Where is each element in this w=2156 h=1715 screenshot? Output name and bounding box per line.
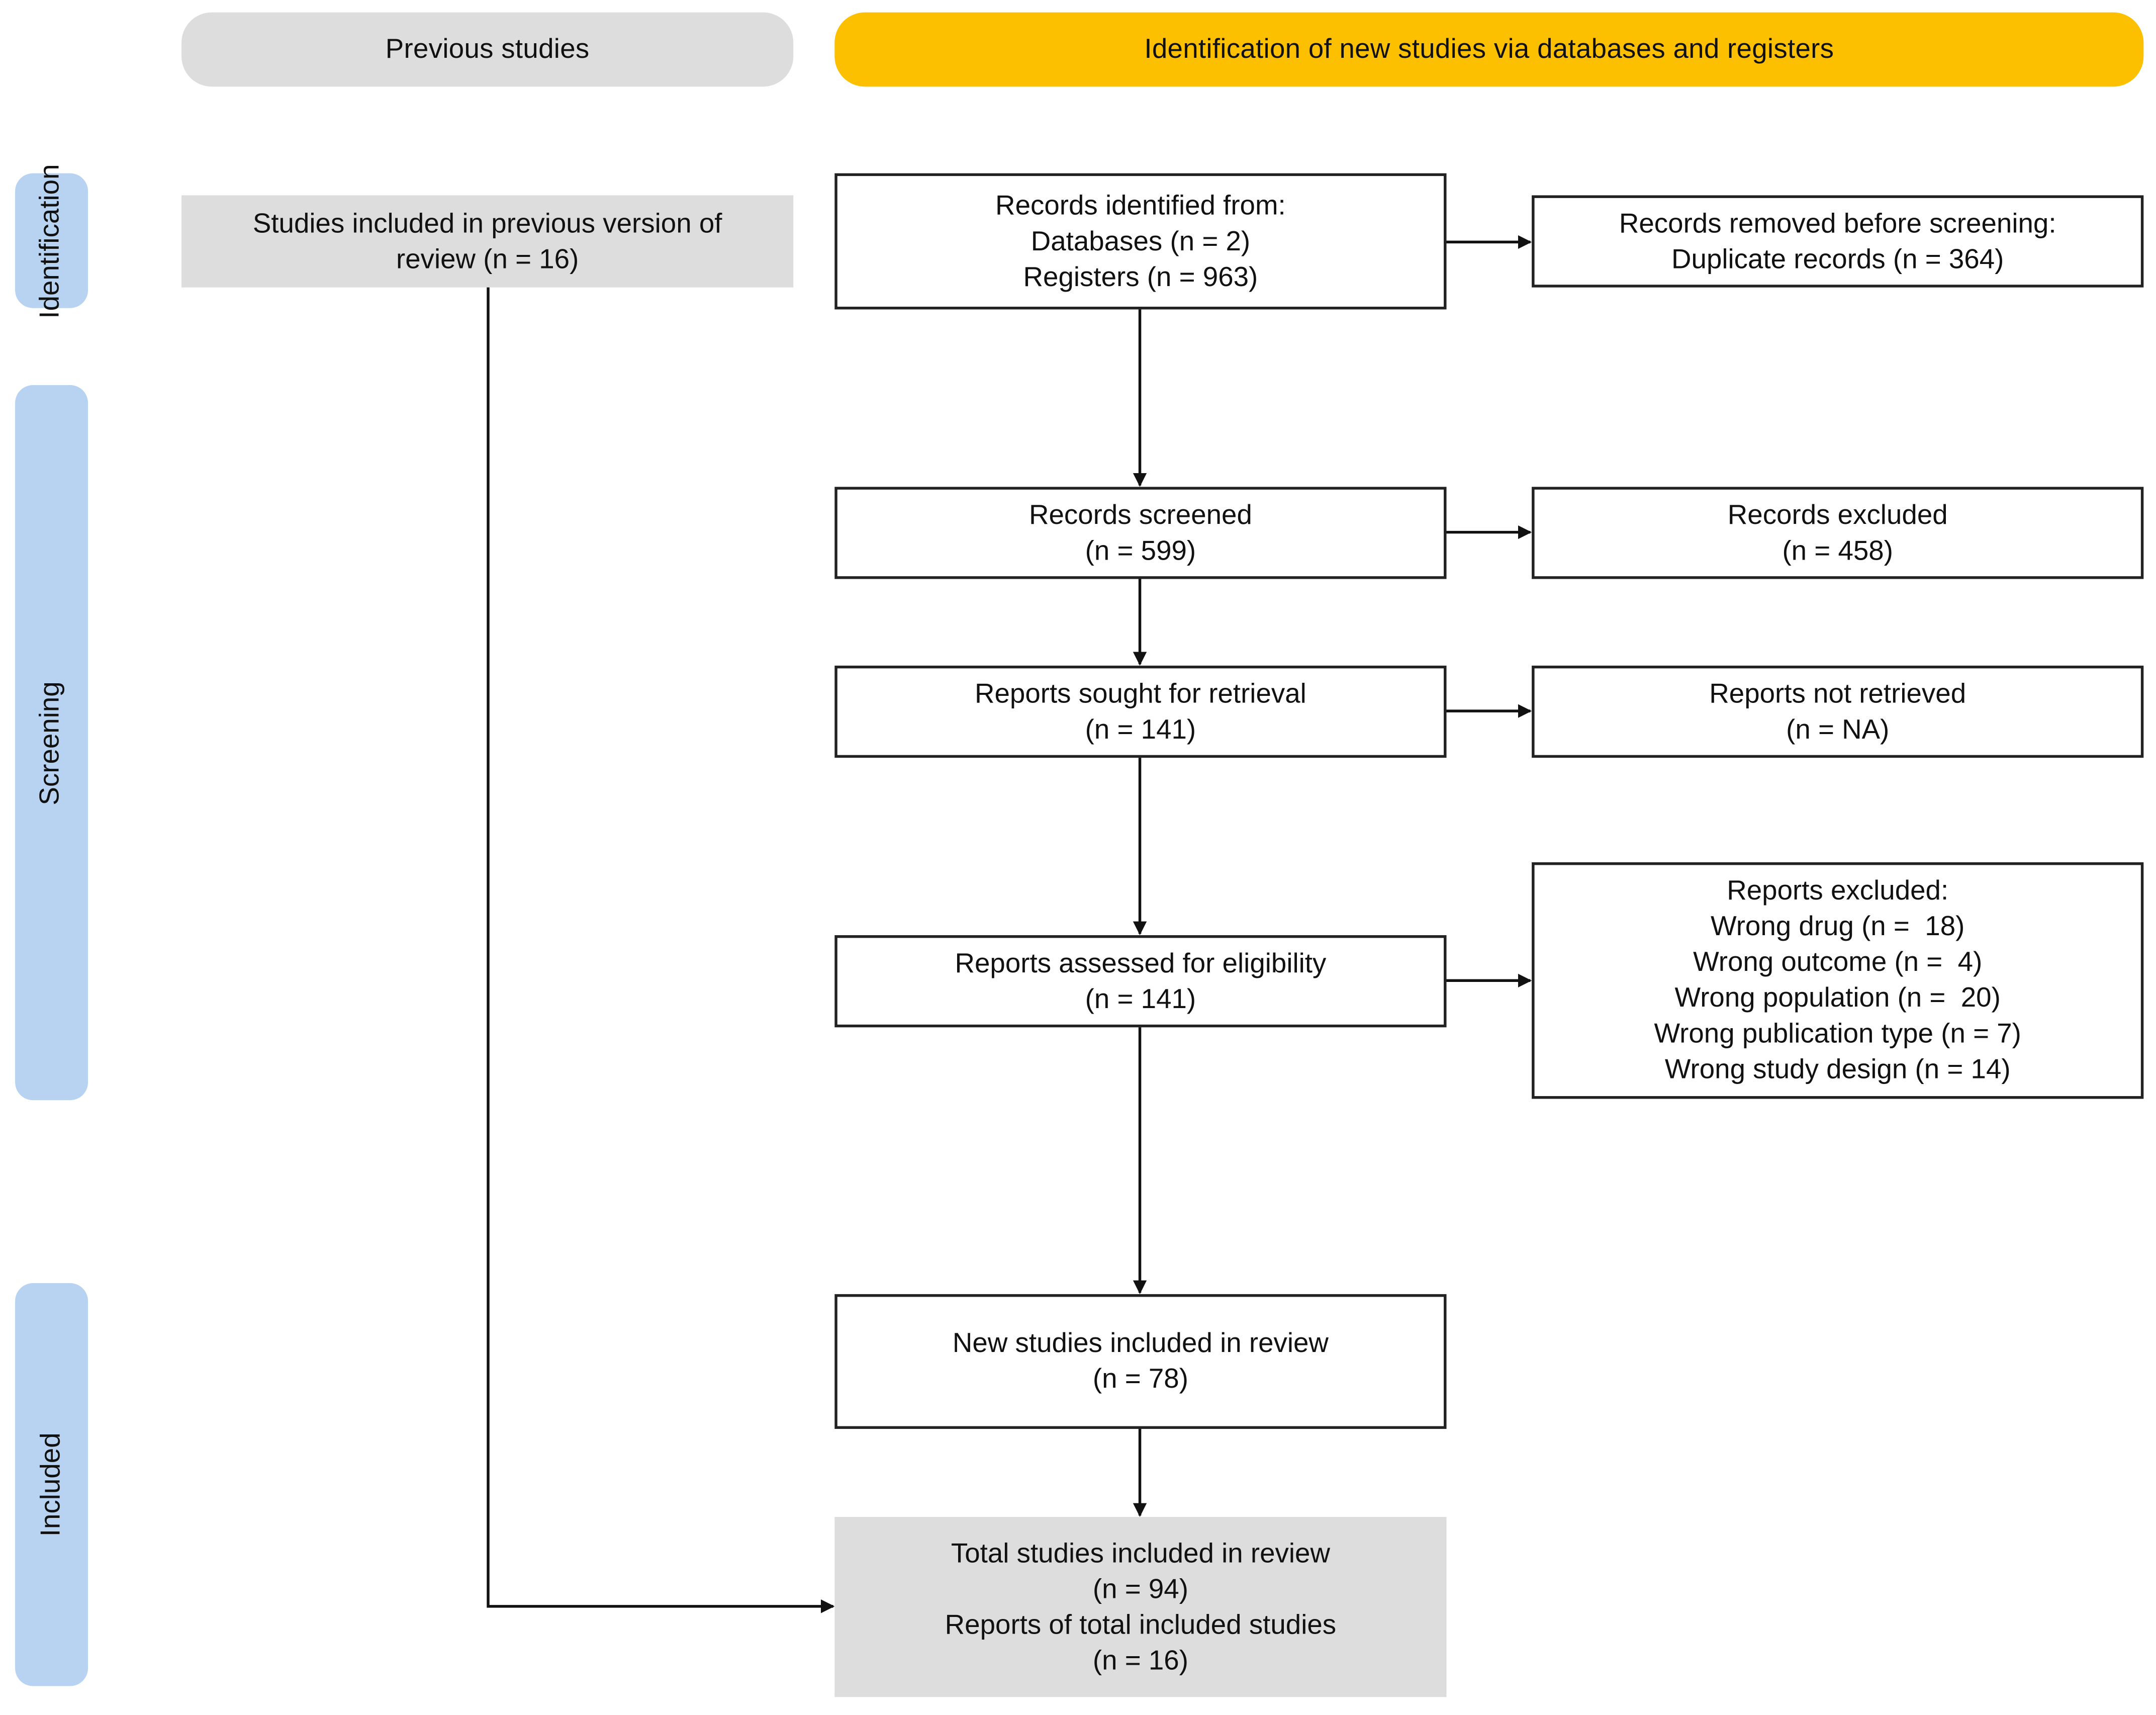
header-new-studies: Identification of new studies via databa…: [834, 12, 2144, 87]
box-text-line: Registers (n = 963): [1023, 262, 1258, 293]
phase-included: Included: [15, 1283, 88, 1686]
box-records-excluded: Records excluded (n = 458): [1532, 487, 2144, 579]
box-total-studies-included: Total studies included in review (n = 94…: [834, 1517, 1447, 1697]
box-records-removed: Records removed before screening: Duplic…: [1532, 195, 2144, 288]
box-text-line: Records removed before screening:: [1619, 208, 2056, 239]
header-previous-studies: Previous studies: [181, 12, 794, 87]
box-text-line: (n = 94): [1092, 1574, 1188, 1604]
box-text-line: (n = 141): [1085, 984, 1196, 1015]
phase-screening: Screening: [15, 385, 88, 1101]
box-text-line: Total studies included in review: [951, 1538, 1330, 1569]
box-text-line: Reports not retrieved: [1709, 678, 1966, 709]
box-text-line: Duplicate records (n = 364): [1671, 244, 2004, 275]
box-text-line: Studies included in previous version of: [252, 208, 722, 239]
header-new-studies-label: Identification of new studies via databa…: [1144, 34, 1834, 64]
box-text-line: New studies included in review: [952, 1328, 1329, 1359]
box-new-studies-included: New studies included in review (n = 78): [834, 1294, 1447, 1429]
box-text-line: Wrong population (n = 20): [1674, 983, 2001, 1014]
box-text-line: Records screened: [1028, 500, 1252, 530]
header-previous-studies-label: Previous studies: [385, 34, 590, 64]
box-text-line: Records identified from:: [995, 190, 1286, 221]
box-text-line: Reports excluded:: [1727, 876, 1949, 907]
box-reports-sought: Reports sought for retrieval (n = 141): [834, 665, 1447, 758]
box-records-screened: Records screened (n = 599): [834, 487, 1447, 579]
box-records-identified: Records identified from: Databases (n = …: [834, 173, 1447, 310]
box-text-line: review (n = 16): [396, 244, 579, 275]
box-text-line: Databases (n = 2): [1030, 226, 1251, 257]
box-previous-studies-included: Studies included in previous version of …: [181, 195, 794, 288]
box-reports-not-retrieved: Reports not retrieved (n = NA): [1532, 665, 2144, 758]
box-text-line: Wrong study design (n = 14): [1664, 1054, 2011, 1086]
box-text-line: Wrong publication type (n = 7): [1654, 1019, 2021, 1050]
box-reports-excluded: Reports excluded: Wrong drug (n = 18) Wr…: [1532, 862, 2144, 1099]
box-text-line: (n = 16): [1092, 1645, 1188, 1676]
box-text-line: Reports of total included studies: [945, 1609, 1337, 1640]
box-text-line: Reports sought for retrieval: [974, 678, 1306, 709]
box-text-line: (n = NA): [1786, 714, 1890, 745]
box-text-line: (n = 599): [1085, 535, 1196, 566]
box-text-line: (n = 458): [1782, 535, 1893, 566]
box-text-line: Wrong drug (n = 18): [1711, 912, 1965, 942]
box-text-line: (n = 141): [1085, 714, 1196, 745]
box-reports-assessed: Reports assessed for eligibility (n = 14…: [834, 935, 1447, 1028]
arrow-previous-to-total: [487, 287, 835, 1613]
box-text-line: Reports assessed for eligibility: [955, 948, 1327, 979]
box-text-line: (n = 78): [1092, 1364, 1188, 1395]
box-text-line: Wrong outcome (n = 4): [1693, 947, 1983, 978]
box-text-line: Records excluded: [1727, 500, 1948, 530]
phase-identification: Identification: [15, 163, 88, 318]
